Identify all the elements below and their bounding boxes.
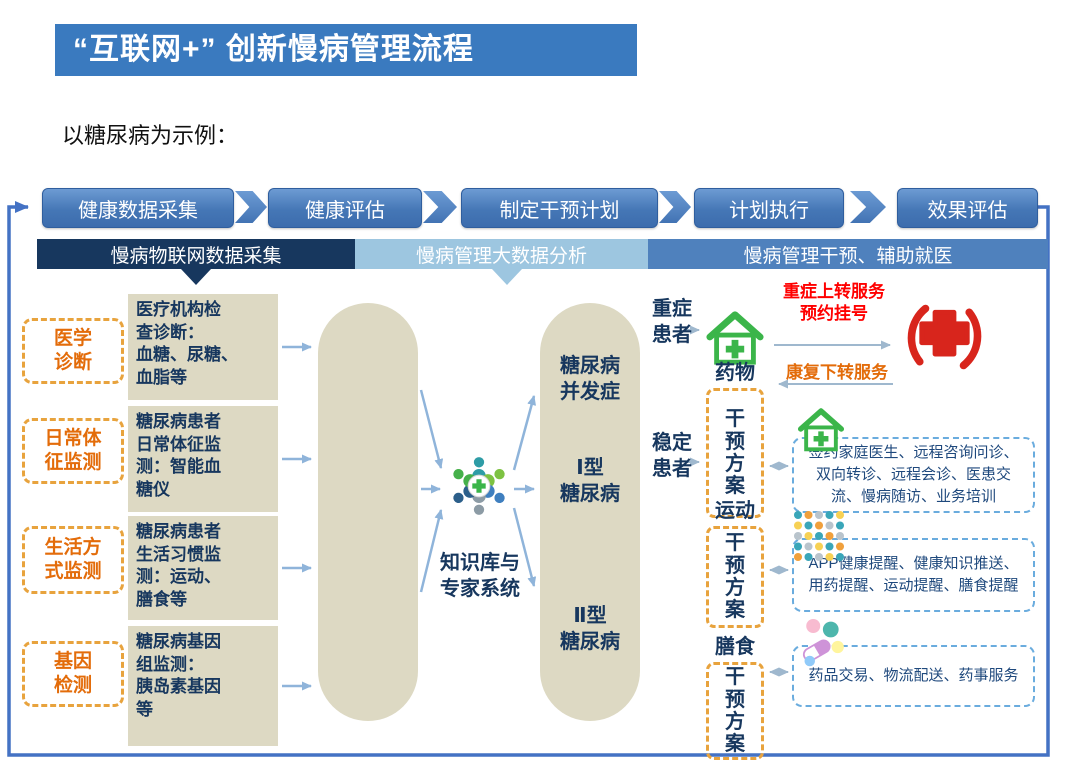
expert-system-label: 知识库与 专家系统 (440, 552, 520, 600)
disease-complications: 糖尿病 并发症 (560, 355, 620, 403)
flow-arrow-icon (850, 191, 886, 223)
flow-step-evaluation: 效果评估 (897, 188, 1038, 228)
intervention-drug-head: 药物 (715, 362, 755, 384)
category-daily-signs: 日常体 征监测 (22, 418, 124, 484)
databox-genome-monitoring: 糖尿病基因 组监测： 胰岛素基因 等 (128, 626, 278, 746)
band-pointer-triangle-icon (492, 269, 522, 285)
data-collector-panel (318, 303, 418, 721)
app-grid-icon (791, 508, 847, 564)
flow-arrow-icon (235, 191, 267, 223)
red-cross-hospital-icon (897, 293, 992, 381)
intervention-diet-head: 膳食 (715, 636, 755, 658)
intervention-exercise-plan-label: 干 预 方 案 (725, 532, 745, 622)
flow-step-plan: 制定干预计划 (461, 188, 658, 228)
databox-lifestyle-monitoring: 糖尿病患者 生活习惯监 测：运动、 膳食等 (128, 516, 278, 620)
band-iot-collection: 慢病物联网数据采集 (37, 239, 355, 269)
pills-icon (794, 612, 850, 668)
flow-step-execution: 计划执行 (694, 188, 844, 228)
category-lifestyle: 生活方 式监测 (22, 526, 124, 594)
intervention-exercise-head: 运动 (715, 500, 755, 522)
subtitle: 以糖尿病为示例： (62, 123, 239, 148)
disease-panel: 糖尿病 并发症 Ⅰ型 糖尿病 Ⅱ型 糖尿病 (540, 303, 640, 721)
referral-down-label: 康复下转服务 (786, 363, 888, 382)
medical-team-icon (446, 453, 512, 519)
page-title: “互联网+” 创新慢病管理流程 (55, 24, 637, 76)
green-house-hospital-icon (704, 306, 766, 368)
severe-patient-label: 重症 患者 (652, 298, 692, 346)
flow-arrow-icon (659, 191, 691, 223)
intervention-drug-plan-label: 干 预 方 案 (725, 408, 745, 498)
flow-step-assessment: 健康评估 (268, 188, 422, 228)
band-pointer-triangle-icon (181, 269, 211, 285)
intervention-diet-plan-label: 干 预 方 案 (725, 666, 745, 756)
referral-up-label: 重症上转服务 预约挂号 (783, 282, 885, 324)
databox-medical-exam: 医疗机构检 查诊断： 血糖、尿糖、 血脂等 (128, 294, 278, 400)
disease-type2: Ⅱ型 糖尿病 (560, 605, 620, 653)
databox-daily-monitoring: 糖尿病患者 日常体征监 测：智能血 糖仪 (128, 406, 278, 512)
arrow-collector-to-expert-top (419, 389, 444, 469)
stable-patient-label: 稳定 患者 (652, 432, 692, 480)
intervention-exercise-plan: 干 预 方 案 (706, 526, 764, 628)
service-pharmacy-box: 药品交易、物流配送、药事服务 (792, 645, 1035, 707)
intervention-drug-plan: 干 预 方 案 (706, 388, 764, 518)
flow-arrow-icon (423, 191, 457, 223)
arrow-expert-to-complications (512, 395, 536, 471)
category-genetic: 基因 检测 (22, 641, 124, 707)
intervention-diet-plan: 干 预 方 案 (706, 662, 764, 760)
disease-type1: Ⅰ型 糖尿病 (560, 457, 620, 505)
green-house-hospital-icon (796, 404, 846, 454)
flow-step-data-collection: 健康数据采集 (42, 188, 234, 228)
category-medical-diagnosis: 医学 诊断 (22, 318, 124, 384)
band-bigdata-analysis: 慢病管理大数据分析 (355, 239, 648, 269)
band-intervention: 慢病管理干预、辅助就医 (648, 239, 1048, 269)
service-app-reminder-box: APP健康提醒、健康知识推送、用药提醒、运动提醒、膳食提醒 (792, 538, 1035, 612)
